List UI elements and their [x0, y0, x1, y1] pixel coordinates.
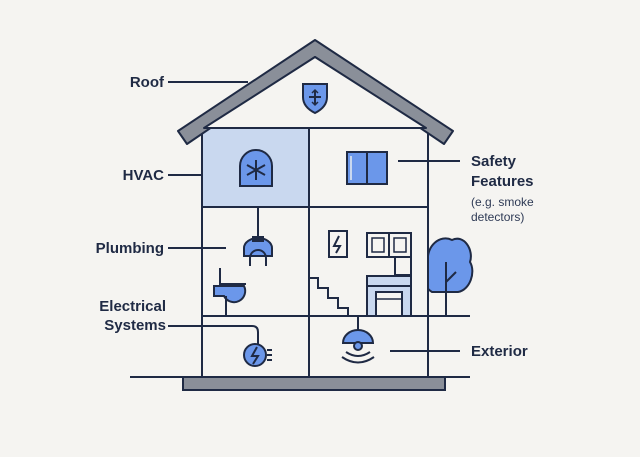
electrical-label-line1: Electrical — [99, 298, 166, 315]
plumbing-label: Plumbing — [95, 240, 164, 257]
electrical-callout-line — [168, 325, 259, 344]
tree-icon — [422, 237, 474, 316]
electrical-panel-icon — [243, 343, 272, 367]
safety-label-line2: Features — [471, 173, 534, 190]
window-icon — [346, 151, 388, 185]
shield-icon — [302, 83, 328, 115]
smoke-detector-icon — [341, 317, 375, 364]
safety-note-line1: (e.g. smoke — [471, 195, 534, 209]
foundation — [182, 376, 446, 391]
hvac-label: HVAC — [122, 167, 164, 184]
snowflake-icon — [239, 149, 273, 187]
safety-label-line1: Safety — [471, 153, 517, 170]
roof-label: Roof — [129, 74, 164, 91]
exterior-label: Exterior — [471, 343, 528, 360]
stairs-icon — [309, 277, 349, 316]
faucet-icon — [243, 208, 273, 266]
outlet-icon — [328, 230, 348, 258]
kitchen-cabinet-icon — [366, 232, 412, 317]
sink-icon — [213, 268, 247, 316]
electrical-label-line2: Systems — [104, 317, 166, 334]
safety-note-line2: detectors) — [471, 210, 525, 224]
